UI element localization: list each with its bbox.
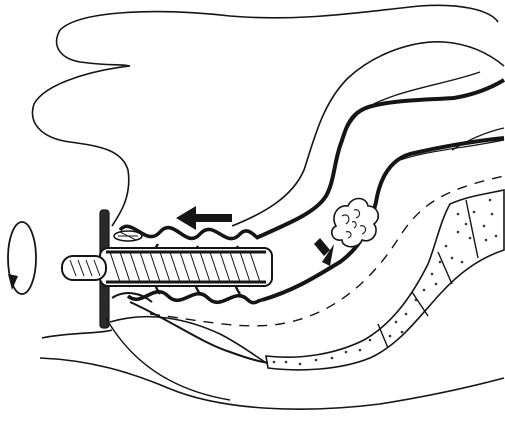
device-fixture-top-hatch: [118, 232, 138, 240]
tumor-mass: [332, 199, 379, 247]
rotation-arrow-icon: [8, 222, 36, 294]
lower-outline: [40, 330, 504, 409]
pleated-bowel-bottom: [128, 292, 262, 303]
withdraw-arrow-icon: [176, 206, 232, 230]
body-outline-left-lobe: [33, 30, 131, 226]
cavity-outline: [232, 42, 504, 226]
body-outline-upper: [60, 5, 498, 30]
device-handle: [62, 256, 106, 280]
push-arrow-icon: [314, 238, 334, 266]
device-barrel: [100, 248, 272, 286]
canal-line: [130, 302, 300, 364]
organ-inner-line: [330, 72, 480, 182]
pleated-bowel-top: [120, 226, 258, 238]
